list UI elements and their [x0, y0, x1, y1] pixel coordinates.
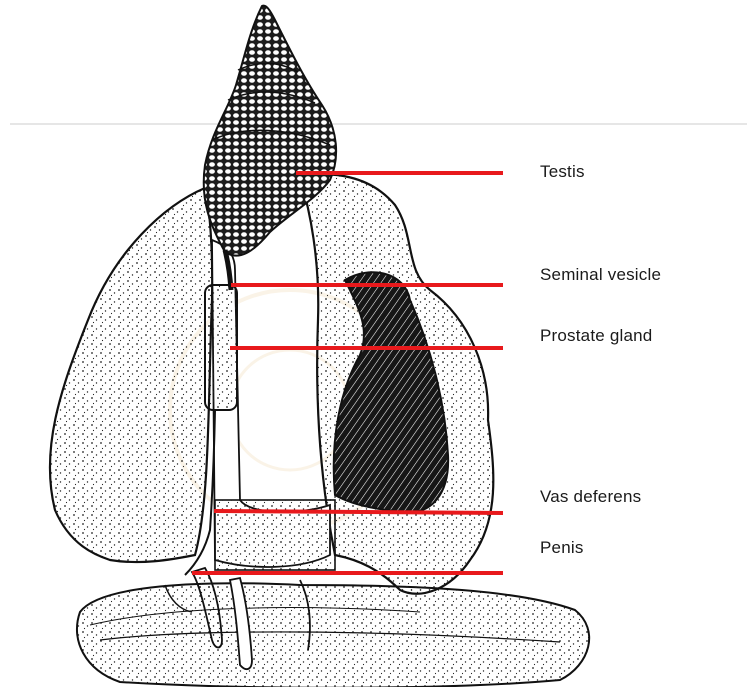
pointer-vas-deferens [214, 511, 503, 513]
label-vas-deferens: Vas deferens [540, 487, 641, 507]
label-prostate-gland: Prostate gland [540, 326, 652, 346]
label-testis: Testis [540, 162, 585, 182]
label-seminal-vesicle: Seminal vesicle [540, 265, 661, 285]
label-penis: Penis [540, 538, 584, 558]
left-lobe [50, 188, 212, 562]
